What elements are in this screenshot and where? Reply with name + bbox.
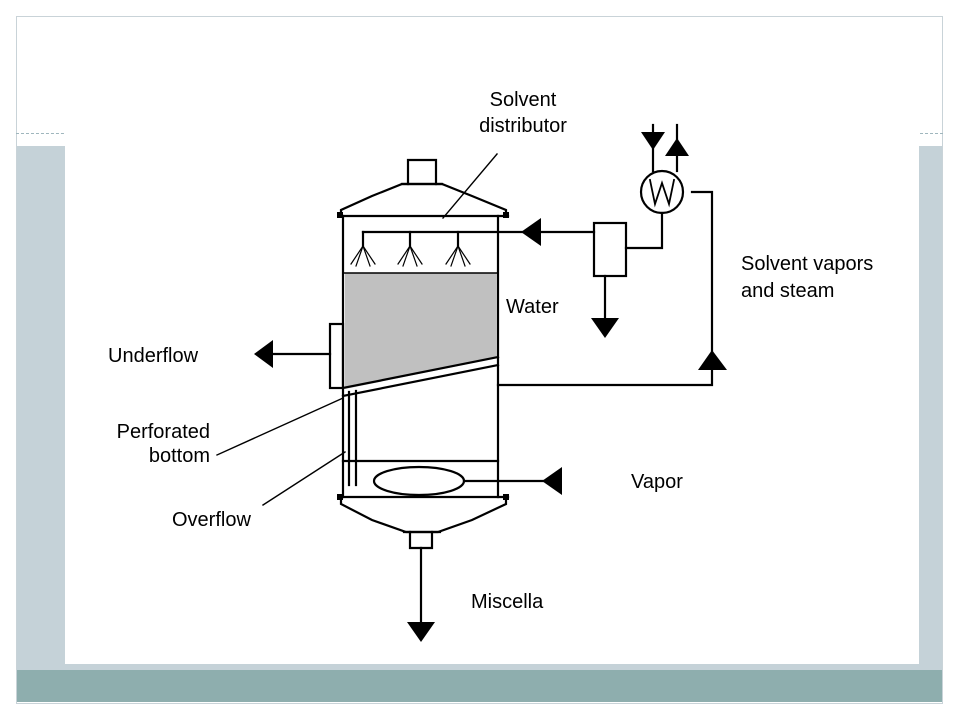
underflow-arrow xyxy=(254,340,273,368)
label-solvent-distributor-line1: Solvent xyxy=(490,89,557,111)
label-miscella: Miscella xyxy=(471,591,544,613)
solvent-distributor xyxy=(350,230,530,267)
vapor-coil xyxy=(372,465,466,497)
label-perforated-bottom-line1: Perforated xyxy=(117,421,210,443)
label-perforated-bottom-line2: bottom xyxy=(149,445,210,467)
leader-overflow xyxy=(262,451,346,506)
vapor-return-line xyxy=(496,190,714,387)
flange-bolt xyxy=(337,212,343,218)
cooling-water-in-arrow xyxy=(641,132,665,150)
condenser xyxy=(639,169,685,215)
label-overflow: Overflow xyxy=(172,509,251,531)
bottom-nozzle xyxy=(402,530,442,632)
flange-bolt xyxy=(503,212,509,218)
miscella-arrow xyxy=(407,622,435,642)
vapor-inlet-arrow xyxy=(542,467,562,495)
bottom-cone xyxy=(339,495,508,534)
label-solvent-distributor-line2: distributor xyxy=(479,115,567,137)
solvent-inlet-arrow xyxy=(521,218,541,246)
label-water: Water xyxy=(506,296,559,318)
figure-panel xyxy=(65,133,919,664)
slide-band-dark xyxy=(17,670,942,702)
vapor-return-arrow xyxy=(698,350,727,370)
label-solvent-vapors-line2: and steam xyxy=(741,280,834,302)
cooling-water-out-arrow xyxy=(665,138,689,156)
solids-bed xyxy=(345,273,497,389)
label-vapor: Vapor xyxy=(631,471,683,493)
overflow-pipe xyxy=(347,389,358,487)
label-underflow: Underflow xyxy=(108,345,199,367)
leader-solvent-distributor xyxy=(442,153,498,219)
perforated-bottom xyxy=(341,355,500,398)
water-drain-arrow xyxy=(591,318,619,338)
top-dome xyxy=(339,182,508,218)
condenser-coil xyxy=(648,178,676,208)
condensate-line xyxy=(624,211,664,250)
top-nozzle xyxy=(400,158,444,186)
separator xyxy=(592,221,628,278)
label-solvent-vapors-line1: Solvent vapors xyxy=(741,253,873,275)
leader-perforated-bottom xyxy=(216,397,344,456)
